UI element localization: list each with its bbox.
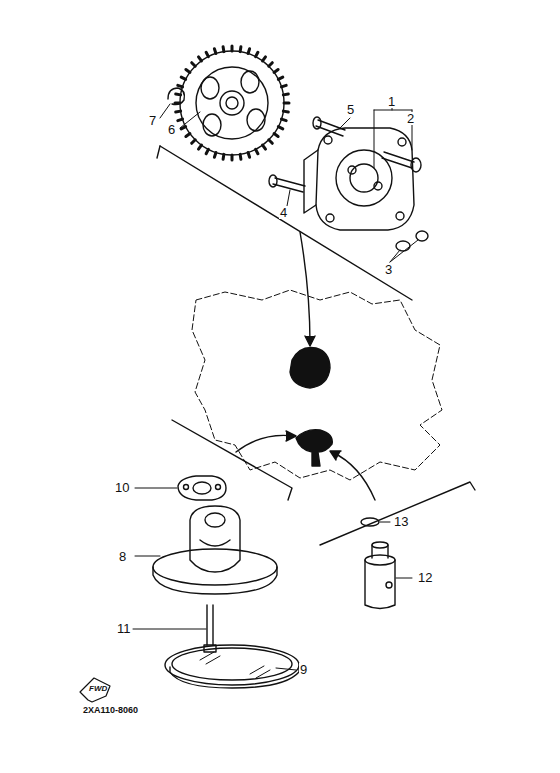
gear-tooth [284,102,289,105]
gear-tooth [176,110,181,114]
oil-pump-body [304,128,414,230]
gear-tooth [214,152,216,157]
drawing-code: 2XA110-8060 [82,706,139,715]
callout-number: 12 [417,571,433,584]
gear-tooth [231,155,234,160]
gear-tooth [256,52,258,56]
circlip [168,88,184,105]
gear-tooth [214,49,216,54]
callout-number: 8 [118,550,127,563]
o-ring [416,231,428,241]
callout-number: 13 [393,515,409,528]
gear-tooth [283,93,288,97]
o-ring [361,518,379,526]
callout-number: 9 [299,663,308,676]
gear-tooth [186,134,190,137]
gear-tooth [192,63,196,67]
relief-valve [365,542,395,609]
callout-number: 3 [384,263,393,276]
gear-tooth [281,85,286,87]
gear-tooth [278,77,282,79]
gear-tooth [181,77,185,79]
gear-tooth [231,46,234,51]
gear-tooth [248,49,250,54]
callout-number: 7 [148,114,157,127]
group-bracket [157,146,160,158]
gear-tooth [186,69,190,72]
assembly-arrow [300,232,310,344]
assembly-arrow [332,452,375,500]
strainer-cover [165,645,299,688]
gear-tooth [256,149,258,153]
gear-tooth [248,152,250,157]
callout-number: 4 [279,206,288,219]
group-bracket [172,420,292,500]
callout-number: 2 [406,112,415,125]
gear-tooth [269,63,273,67]
o-ring [396,241,410,251]
gear-tooth [198,57,201,61]
gear-tooth [283,110,288,114]
callout-number: 5 [346,103,355,116]
gear-tooth [178,119,183,121]
gear [175,46,289,160]
oil-strainer [153,506,277,594]
assembly-arrow [236,435,294,452]
gasket [178,476,226,500]
strainer-location [296,430,332,466]
gear-tooth [274,69,278,72]
gear-tooth [263,57,266,61]
gear-tooth [206,149,208,153]
gear-tooth [263,145,266,149]
callout-number: 10 [114,481,130,494]
pump-location [290,348,330,389]
group-bracket [320,482,475,545]
callout-number: 6 [167,123,176,136]
screw [269,117,421,192]
gear-tooth [198,145,201,149]
group-bracket [160,146,412,300]
callout-number: 11 [116,622,132,635]
gear-tooth [222,154,226,159]
gear-tooth [278,127,282,129]
forward-arrow-icon [80,678,110,702]
gear-tooth [178,85,183,87]
callout-number: 1 [387,95,396,108]
gear-tooth [239,154,243,159]
gear-tooth [176,93,181,97]
gear-tooth [222,47,226,52]
gear-tooth [274,134,278,137]
gear-tooth [269,140,273,144]
gear-tooth [281,119,286,121]
gear-tooth [239,47,243,52]
engine-outline [192,290,442,480]
gear-tooth [192,140,196,144]
leader-lines [133,104,418,670]
forward-mark: FWD [88,685,108,693]
gear-tooth [206,52,208,56]
